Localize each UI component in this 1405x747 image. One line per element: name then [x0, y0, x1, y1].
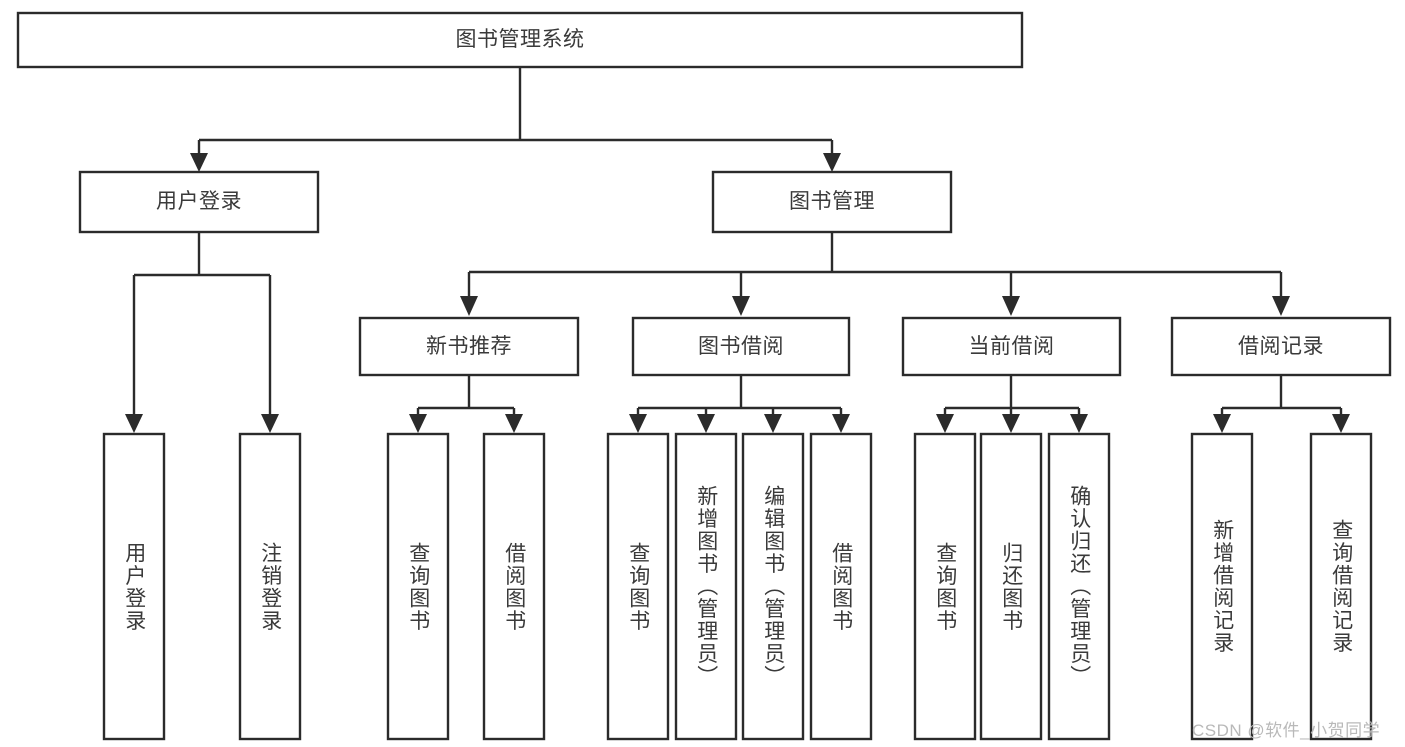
connector-new-book-rec-to-leaves — [409, 375, 523, 433]
leaf-book-borrow-1[interactable] — [674, 432, 738, 741]
connector-book-borrow-to-leaves — [629, 375, 850, 433]
leaf-book-borrow-2[interactable] — [741, 432, 805, 741]
node-new-book-recommend[interactable] — [358, 316, 580, 377]
leaf-borrow-record-0[interactable] — [1190, 432, 1254, 741]
leaf-current-borrow-0[interactable] — [913, 432, 977, 741]
node-root[interactable] — [16, 11, 1024, 69]
connector-current-borrow-to-leaves — [936, 375, 1088, 433]
connector-user-login-to-leaves — [125, 232, 279, 433]
node-book-management[interactable] — [711, 170, 953, 234]
node-borrow-record[interactable] — [1170, 316, 1392, 377]
node-user-login[interactable] — [78, 170, 320, 234]
connector-root-to-level2 — [190, 67, 841, 172]
watermark: CSDN @软件_小贺同学 — [1192, 721, 1381, 740]
leaf-new-book-recommend-0[interactable] — [386, 432, 450, 741]
node-book-borrow[interactable] — [631, 316, 851, 377]
leaf-user-login-1[interactable] — [238, 432, 302, 741]
connector-borrow-record-to-leaves — [1213, 375, 1350, 433]
leaf-borrow-record-1[interactable] — [1309, 432, 1373, 741]
leaf-book-borrow-3[interactable] — [809, 432, 873, 741]
leaf-book-borrow-0[interactable] — [606, 432, 670, 741]
leaf-new-book-recommend-1[interactable] — [482, 432, 546, 741]
leaf-current-borrow-1[interactable] — [979, 432, 1043, 741]
leaf-current-borrow-2[interactable] — [1047, 432, 1111, 741]
leaf-user-login-0[interactable] — [102, 432, 166, 741]
node-current-borrow[interactable] — [901, 316, 1122, 377]
connector-book-mgmt-to-level3 — [460, 232, 1290, 316]
